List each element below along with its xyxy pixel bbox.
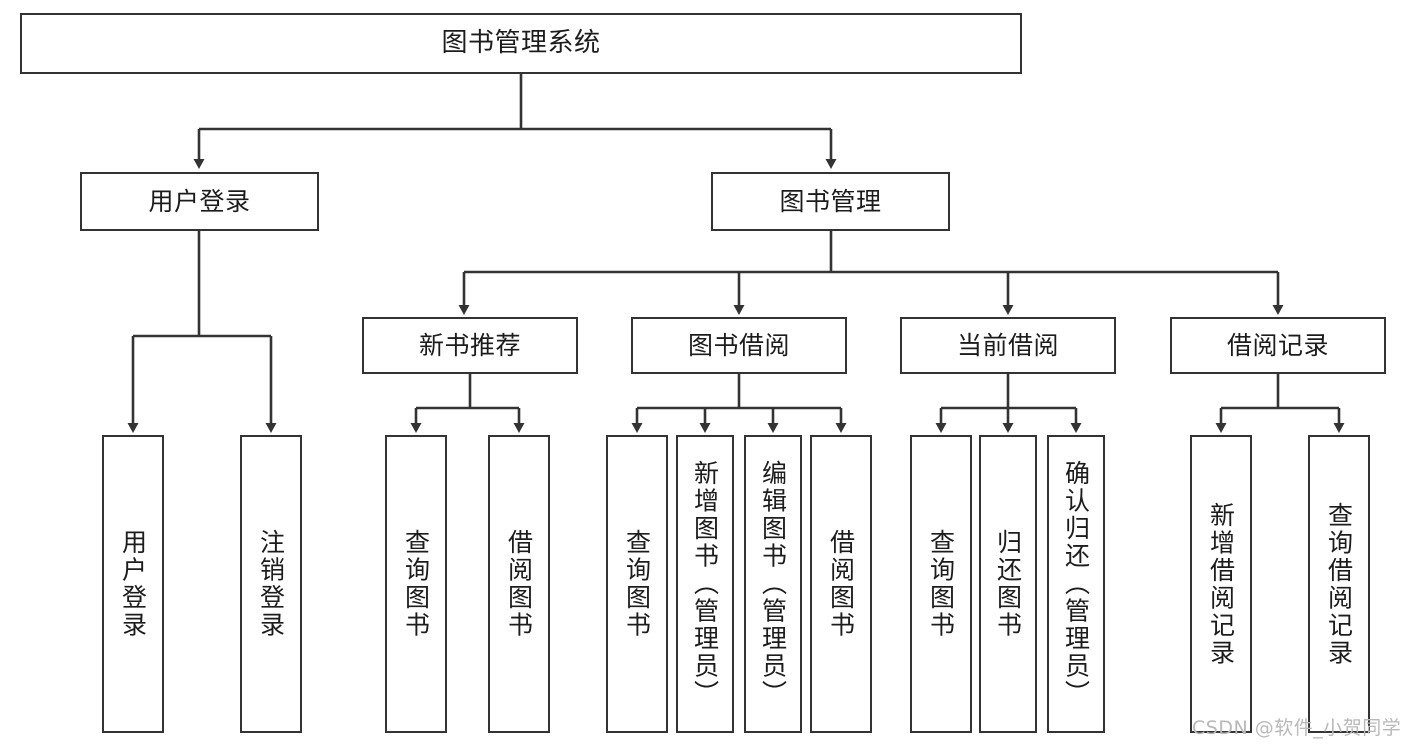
node-leaf-add-record-label: 新增借阅记录	[1206, 501, 1236, 667]
node-leaf-return-book-label: 归还图书	[993, 529, 1023, 639]
node-leaf-add-book[interactable]: 新增图书（管理员）	[676, 435, 734, 733]
node-leaf-user-logout[interactable]: 注销登录	[240, 435, 302, 733]
node-leaf-return-book[interactable]: 归还图书	[979, 435, 1037, 733]
node-leaf-borrow-book-rec[interactable]: 借阅图书	[488, 435, 550, 733]
node-leaf-borrow-book-rec-label: 借阅图书	[504, 529, 534, 639]
node-leaf-add-record[interactable]: 新增借阅记录	[1190, 435, 1252, 733]
watermark-text: CSDN @软件_小贺同学	[1192, 717, 1402, 739]
node-leaf-edit-book[interactable]: 编辑图书（管理员）	[744, 435, 802, 733]
node-root-label: 图书管理系统	[441, 27, 601, 58]
node-book-borrow[interactable]: 图书借阅	[631, 317, 847, 374]
node-leaf-query-book-current[interactable]: 查询图书	[910, 435, 972, 733]
node-root[interactable]: 图书管理系统	[20, 13, 1022, 74]
node-leaf-user-logout-label: 注销登录	[256, 529, 286, 639]
node-new-book-rec[interactable]: 新书推荐	[362, 317, 578, 374]
node-borrow-record-label: 借阅记录	[1226, 330, 1329, 360]
node-book-borrow-label: 图书借阅	[687, 330, 790, 360]
node-user-login-label: 用户登录	[148, 186, 251, 216]
node-leaf-query-book-borrow-label: 查询图书	[622, 529, 652, 639]
node-current-borrow-label: 当前借阅	[956, 330, 1059, 360]
node-borrow-record[interactable]: 借阅记录	[1170, 317, 1386, 374]
node-leaf-query-book-current-label: 查询图书	[926, 529, 956, 639]
node-new-book-rec-label: 新书推荐	[418, 330, 521, 360]
node-leaf-user-login[interactable]: 用户登录	[102, 435, 164, 733]
node-current-borrow[interactable]: 当前借阅	[900, 317, 1116, 374]
node-leaf-edit-book-label: 编辑图书（管理员）	[758, 460, 788, 708]
node-user-login[interactable]: 用户登录	[80, 172, 319, 231]
node-book-manage-label: 图书管理	[779, 186, 882, 216]
node-leaf-confirm-return[interactable]: 确认归还（管理员）	[1047, 435, 1105, 733]
node-leaf-query-record[interactable]: 查询借阅记录	[1308, 435, 1370, 733]
node-leaf-borrow-book-label: 借阅图书	[826, 529, 856, 639]
node-leaf-query-book-borrow[interactable]: 查询图书	[606, 435, 668, 733]
node-leaf-borrow-book[interactable]: 借阅图书	[810, 435, 872, 733]
node-leaf-add-book-label: 新增图书（管理员）	[690, 460, 720, 708]
node-leaf-query-book-rec[interactable]: 查询图书	[385, 435, 447, 733]
node-book-manage[interactable]: 图书管理	[711, 172, 950, 231]
node-leaf-confirm-return-label: 确认归还（管理员）	[1061, 460, 1091, 708]
node-leaf-query-book-rec-label: 查询图书	[401, 529, 431, 639]
node-leaf-query-record-label: 查询借阅记录	[1324, 501, 1354, 667]
node-leaf-user-login-label: 用户登录	[118, 529, 148, 639]
